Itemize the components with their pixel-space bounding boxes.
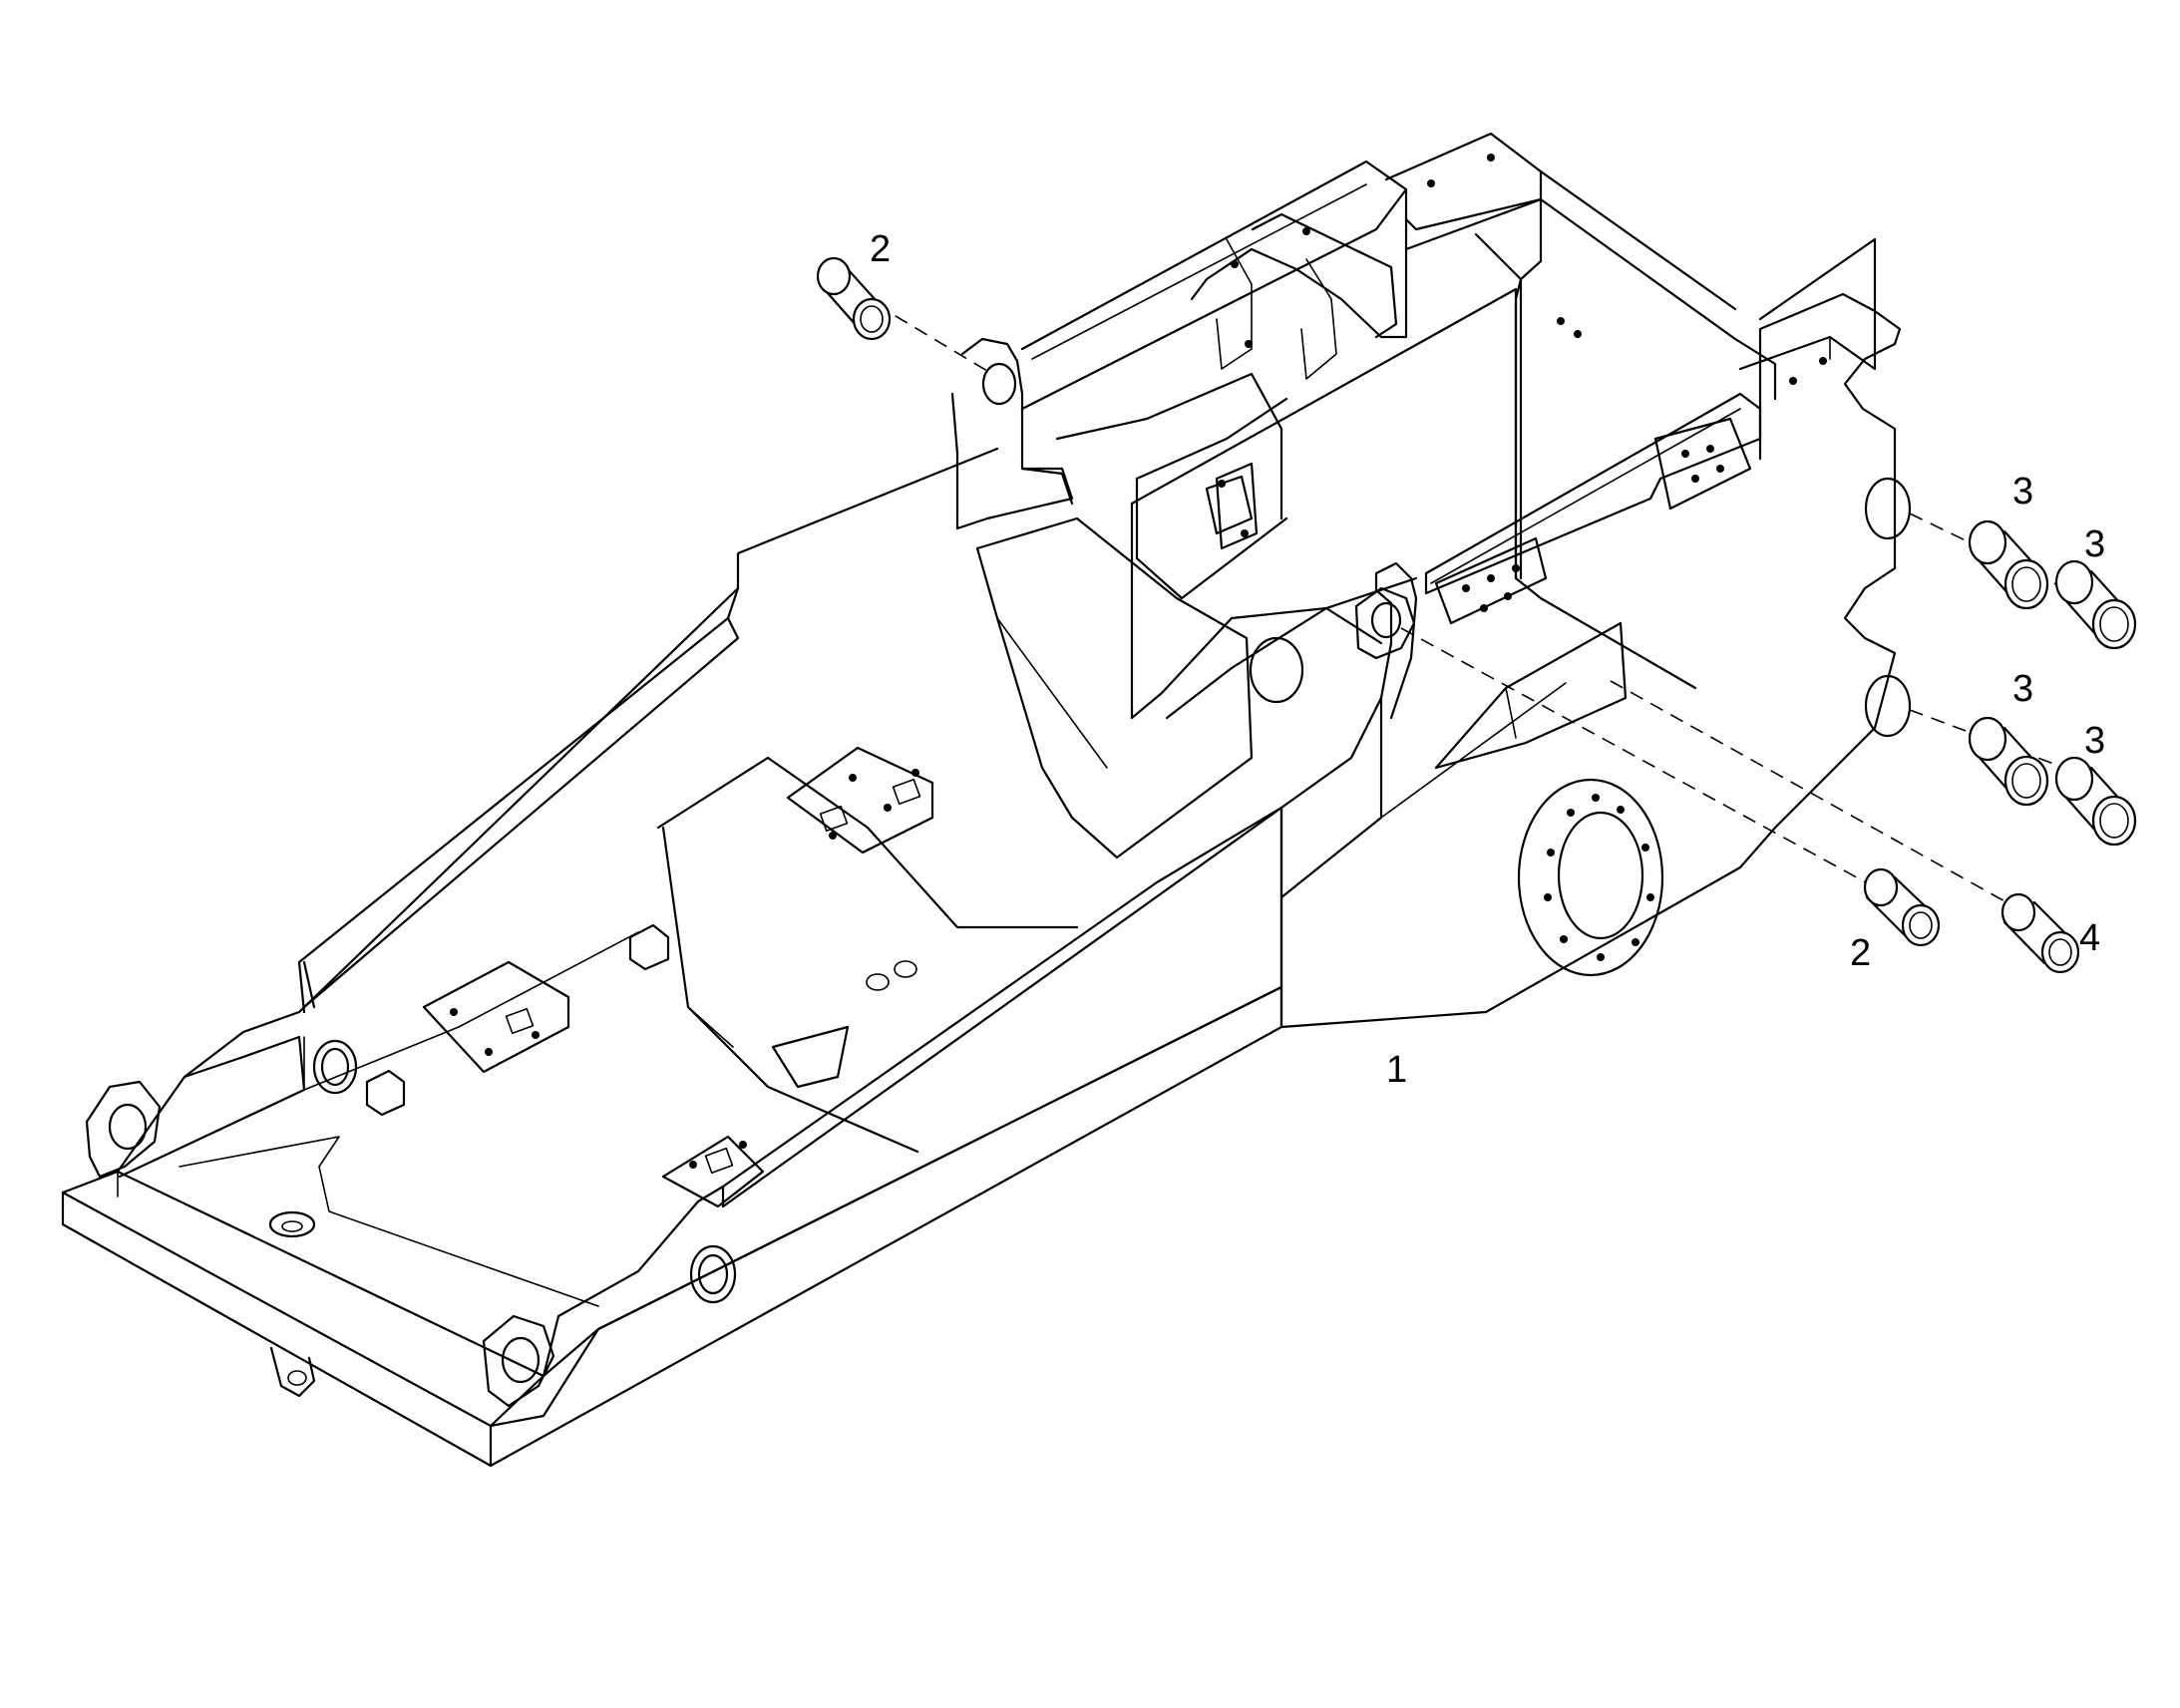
bushing-2-top (816, 256, 892, 341)
bushing-3c (1968, 716, 2049, 807)
bushing-3d (2054, 756, 2137, 847)
bushing-3a (1968, 519, 2049, 610)
callout-bush-top: 2 (870, 228, 891, 270)
callout-labels: 2 3 3 3 3 2 4 1 (870, 228, 2105, 1091)
bushing-2-lower (1863, 867, 1941, 947)
bushing-4 (2000, 892, 2080, 974)
bushing-3b (2054, 559, 2137, 650)
callout-bush-3b: 3 (2084, 523, 2105, 565)
fastener-dots (450, 154, 1827, 1169)
callout-frame: 1 (1386, 1049, 1407, 1091)
assembly-lines (875, 303, 2065, 913)
callout-bush-3a: 3 (2012, 471, 2033, 512)
callout-bush-lower: 2 (1850, 932, 1871, 974)
callout-bush-4: 4 (2079, 917, 2100, 959)
rear-frame (61, 132, 1912, 1468)
callout-bush-3d: 3 (2084, 720, 2105, 762)
callout-bush-3c: 3 (2012, 668, 2033, 710)
